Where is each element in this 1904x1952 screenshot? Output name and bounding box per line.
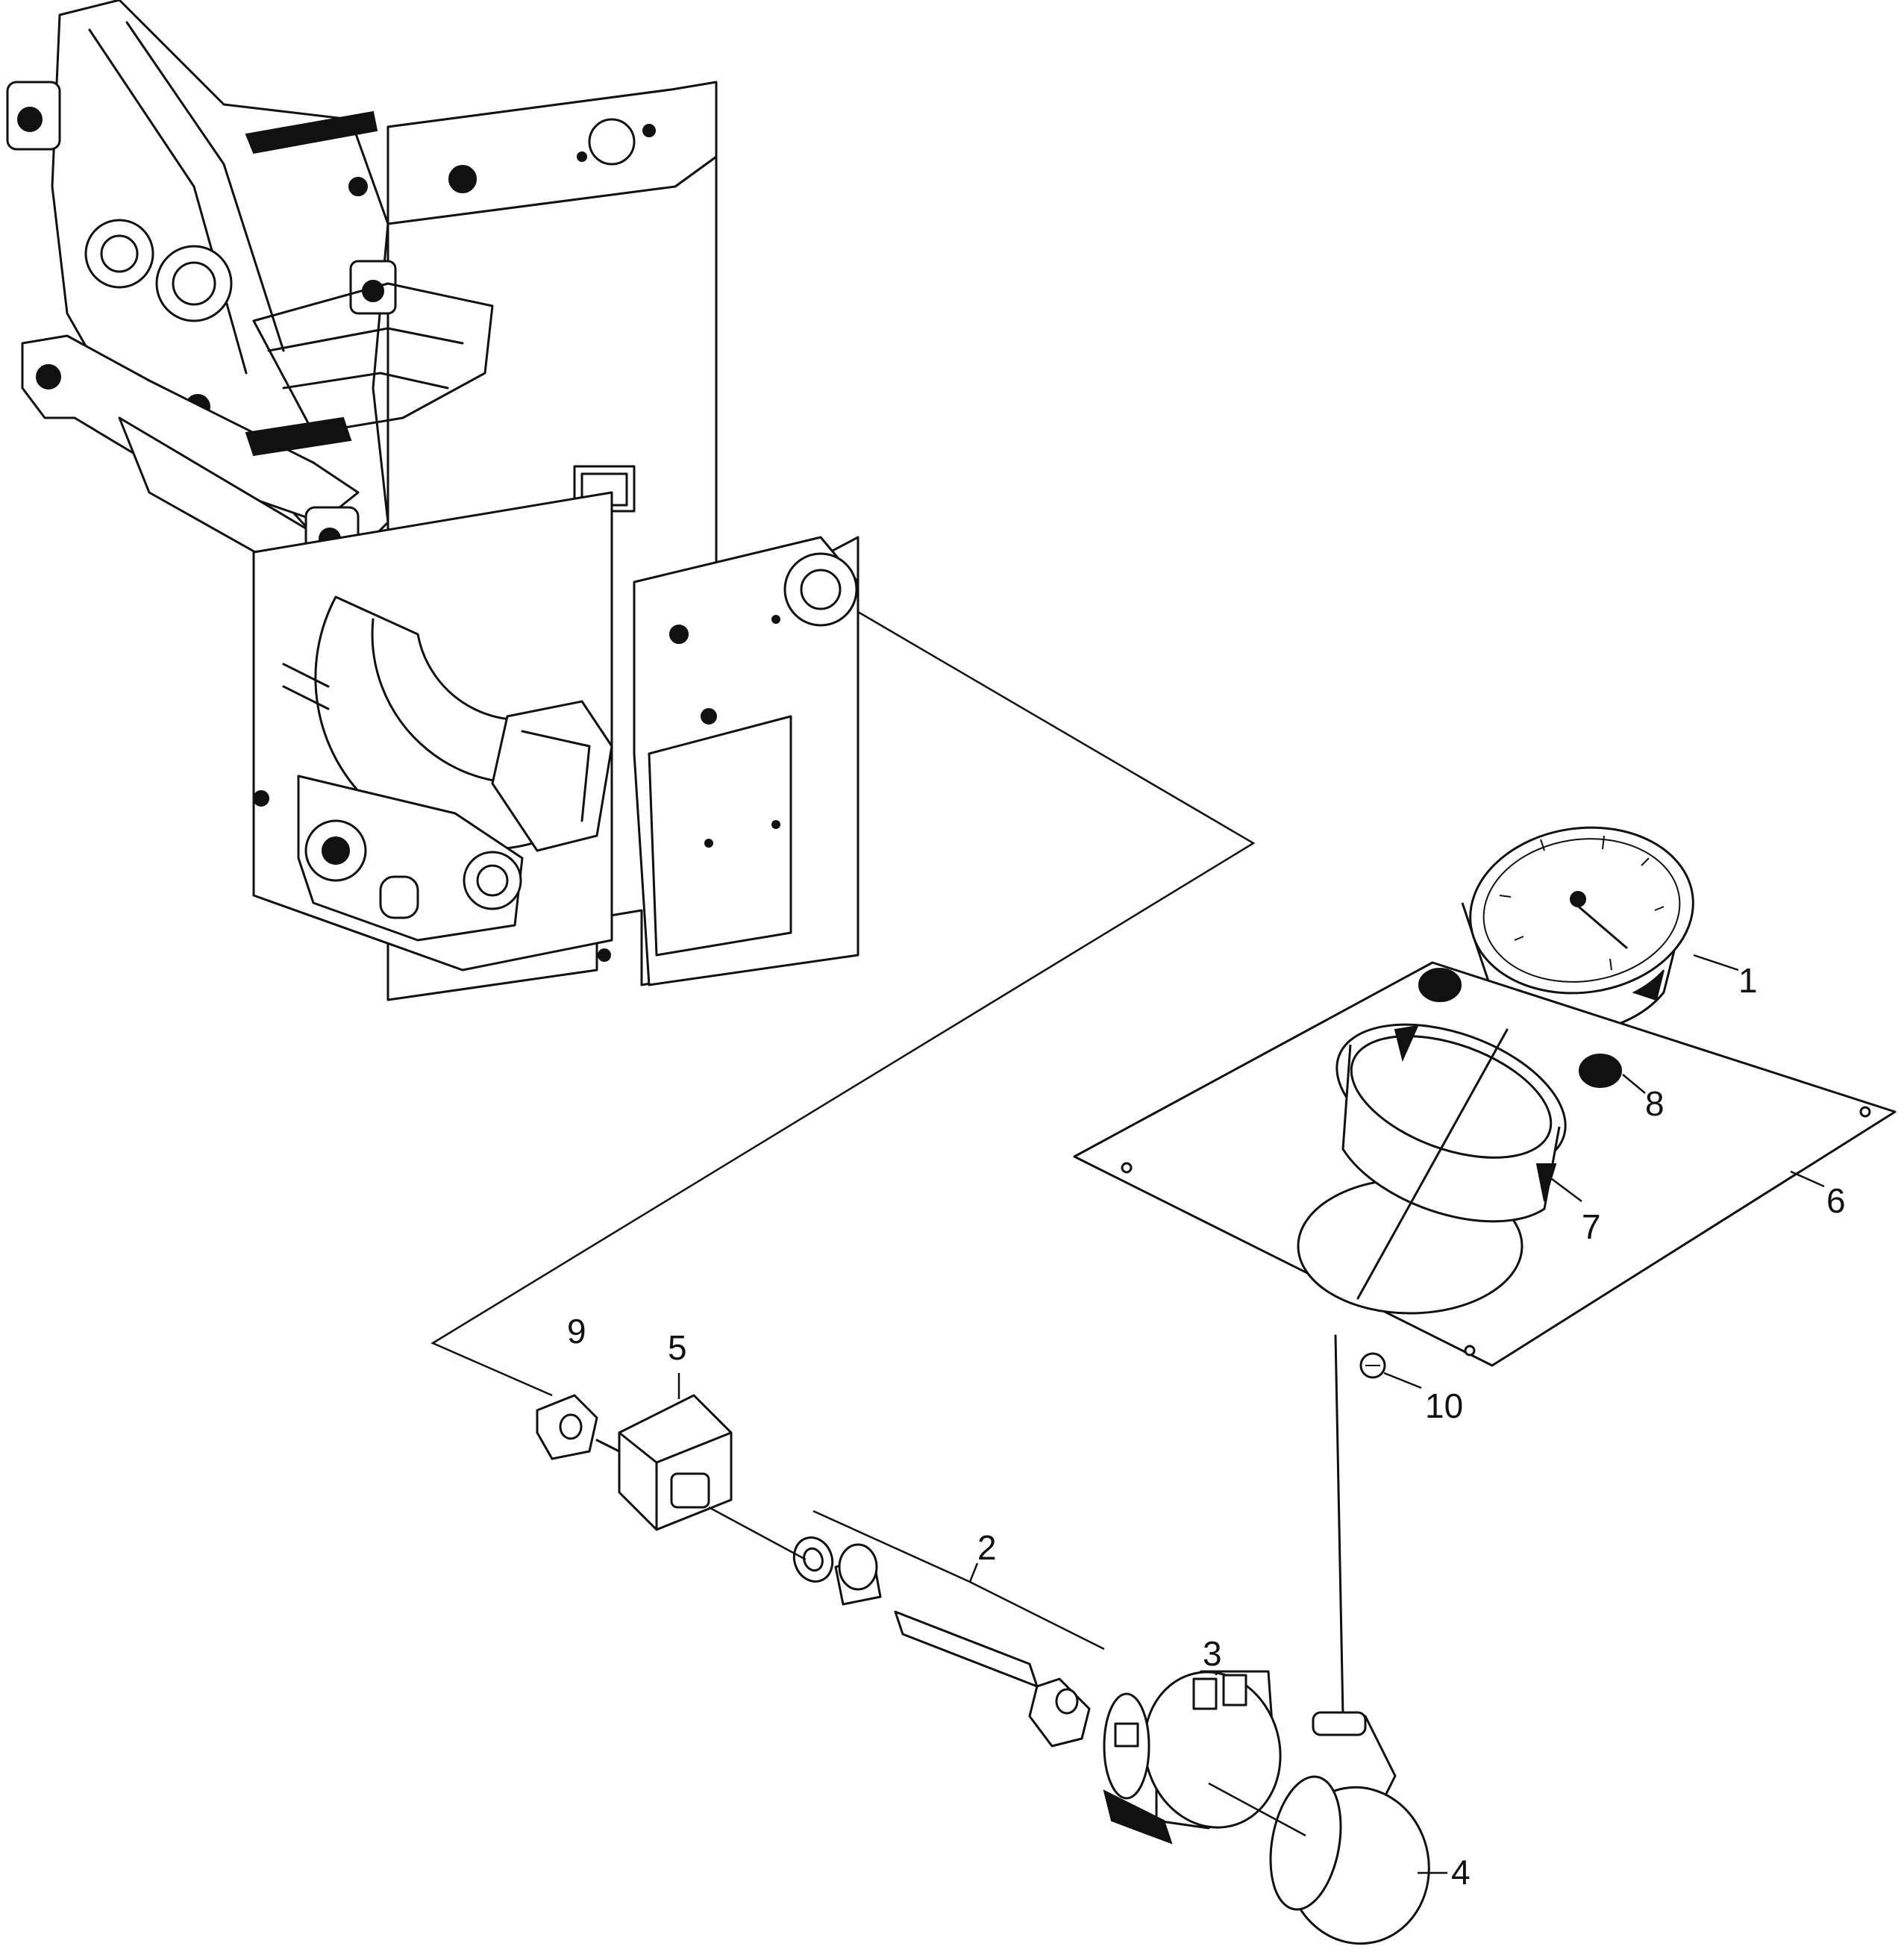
float <box>1269 1711 1430 1945</box>
callouts: 1 2 3 4 5 6 7 8 9 10 <box>567 954 1846 1892</box>
callout-6: 6 <box>1826 1181 1846 1220</box>
callout-10: 10 <box>1425 1386 1463 1425</box>
callout-9: 9 <box>567 1312 586 1351</box>
callout-8: 8 <box>1645 1084 1665 1123</box>
grommet <box>1418 968 1622 1088</box>
callout-7: 7 <box>1582 1207 1601 1246</box>
sender-unit <box>1103 1670 1306 1845</box>
connection-leader <box>430 610 1256 1397</box>
callout-1: 1 <box>1738 961 1758 1000</box>
bezel-ring <box>1335 1023 1567 1223</box>
float-rod <box>1334 1028 1509 1718</box>
fitting-kit <box>792 1510 1105 1748</box>
adapter-block <box>618 1394 807 1561</box>
screw <box>1359 1352 1386 1379</box>
callout-5: 5 <box>668 1328 687 1367</box>
callout-4: 4 <box>1451 1853 1471 1892</box>
callout-2: 2 <box>977 1528 997 1567</box>
callout-3: 3 <box>1203 1634 1222 1673</box>
engine-block <box>6 0 859 1001</box>
nut <box>536 1394 621 1460</box>
